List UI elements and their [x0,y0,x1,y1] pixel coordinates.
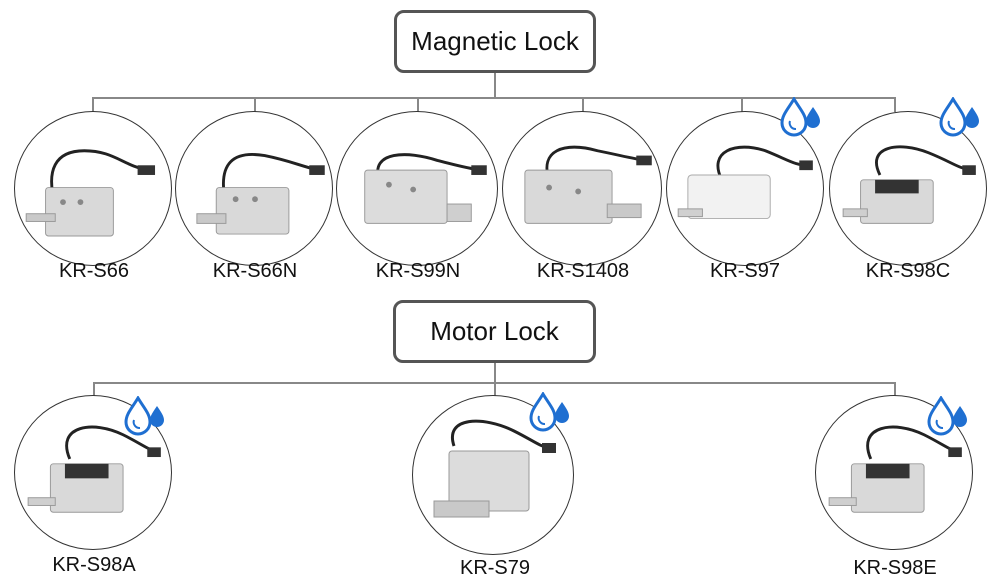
product-image [336,111,498,266]
connector-line [894,382,896,396]
product-label: KR-S1408 [536,260,630,282]
product-kr-s99n[interactable]: KR-S99N [336,97,500,287]
product-label: KR-S66N [212,260,298,282]
motor-lock-title: Motor Lock [430,316,559,346]
motor-lock-category: Motor Lock [393,300,596,363]
product-label: KR-S66 [58,260,130,282]
connector-line [894,97,896,112]
water-drop-icon [124,396,164,436]
motor-lock-icon [828,425,962,513]
product-image [815,395,973,550]
connector-line [254,97,256,112]
motor-tree-trunk [494,363,496,383]
magnetic-tree-branch [93,97,895,99]
magnetic-lock-icon [842,145,976,224]
magnetic-lock-icon [25,149,156,237]
product-kr-s1408[interactable]: KR-S1408 [502,97,664,287]
water-drop-icon [939,97,979,137]
magnetic-lock-title: Magnetic Lock [411,26,579,56]
product-kr-s66n[interactable]: KR-S66N [175,97,335,287]
product-kr-s98a[interactable]: KR-S98A [14,382,174,582]
motor-lock-icon [27,425,161,513]
product-image [829,111,987,266]
connector-line [582,97,584,112]
magnetic-lock-icon [364,153,487,224]
water-drop-icon [780,97,820,137]
product-label: KR-S79 [459,557,531,579]
product-kr-s97[interactable]: KR-S97 [666,97,826,287]
product-kr-s66[interactable]: KR-S66 [14,97,174,287]
product-kr-s98e[interactable]: KR-S98E [815,382,975,587]
connector-line [494,382,496,396]
water-drop-icon [529,392,569,432]
product-image [14,111,172,266]
magnetic-lock-category: Magnetic Lock [394,10,596,73]
magnetic-lock-icon [196,153,325,235]
product-label: KR-S99N [375,260,461,282]
product-label: KR-S97 [709,260,781,282]
product-label: KR-S98A [52,554,136,576]
product-label: KR-S98E [853,557,937,579]
product-image [666,111,824,266]
product-kr-s79[interactable]: KR-S79 [412,382,582,587]
product-kr-s98c[interactable]: KR-S98C [829,97,989,287]
connector-line [92,97,94,112]
magnetic-tree-trunk [494,73,496,98]
product-image [502,111,662,266]
product-image [175,111,333,266]
motor-lock-icon [433,419,556,518]
magnetic-lock-icon [677,145,813,220]
magnetic-lock-icon [524,145,652,224]
connector-line [93,382,95,396]
water-drop-icon [927,396,967,436]
product-label: KR-S98C [865,260,951,282]
connector-line [417,97,419,112]
connector-line [741,97,743,112]
